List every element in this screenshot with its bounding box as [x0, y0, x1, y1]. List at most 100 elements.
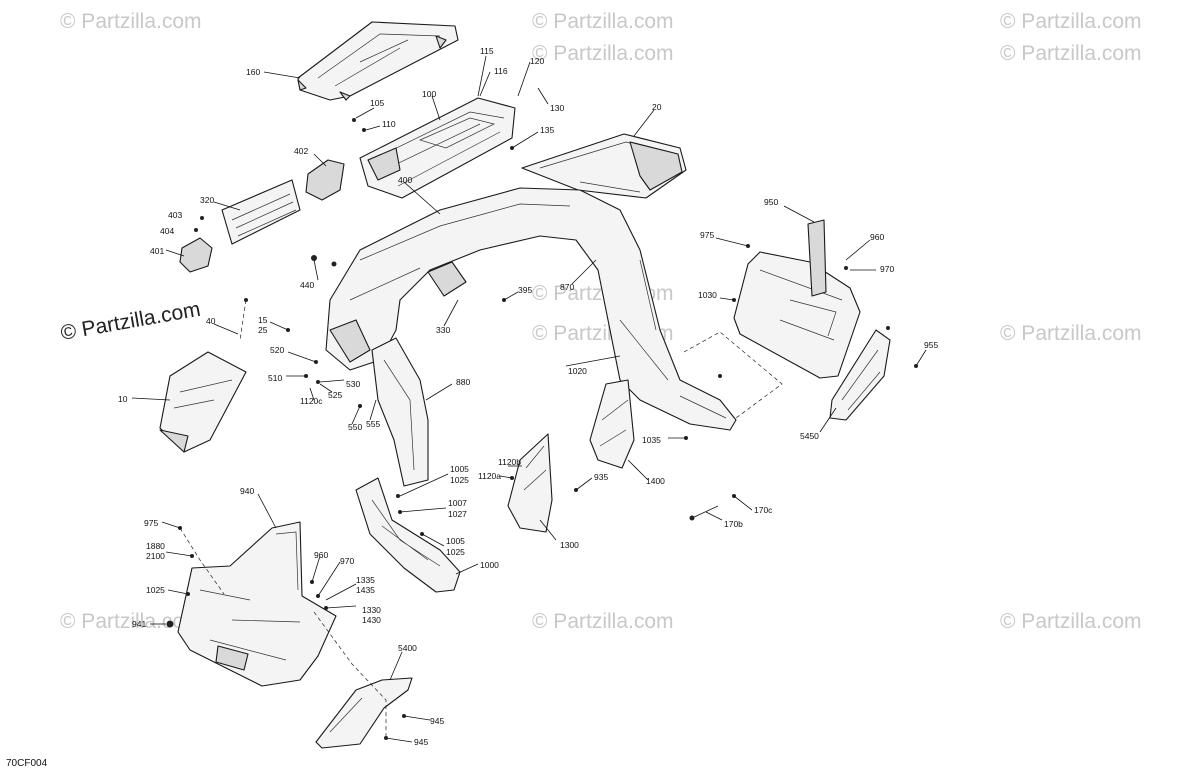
callout-401: 401 [150, 246, 164, 256]
callout-170b: 170b [724, 519, 743, 529]
callout-1430: 1430 [362, 615, 381, 625]
callout-170c: 170c [754, 505, 773, 515]
part-1000-rocker [355, 477, 461, 593]
part-10-kick-panel [159, 351, 247, 453]
callout-1120c: 1120c [300, 396, 323, 406]
part-940-floor-tray [177, 521, 337, 687]
callout-115: 115 [480, 46, 494, 56]
part-1300-side-trim [507, 433, 553, 533]
callout-1007: 1007 [448, 498, 467, 508]
callout-945: 945 [430, 716, 444, 726]
callout-40: 40 [206, 316, 216, 326]
callout-5400: 5400 [398, 643, 417, 653]
callout-100: 100 [422, 89, 436, 99]
callout-1335: 1335 [356, 575, 375, 585]
callout-1000: 1000 [480, 560, 499, 570]
callout-935: 935 [594, 472, 608, 482]
callout-1120b: 1120b [498, 457, 521, 467]
callout-510: 510 [268, 373, 282, 383]
callout-116: 116 [494, 66, 508, 76]
callout-525: 525 [328, 390, 342, 400]
part-320-grille [221, 179, 301, 245]
callout-25: 25 [258, 325, 268, 335]
callout-530: 530 [346, 379, 360, 389]
diagram-code: 70CF004 [6, 758, 48, 769]
callout-330: 330 [436, 325, 450, 335]
callout-960: 960 [314, 550, 328, 560]
callout-555: 555 [366, 419, 380, 429]
callout-402: 402 [294, 146, 308, 156]
callout-970: 970 [340, 556, 354, 566]
callout-130: 130 [550, 103, 564, 113]
callout-440: 440 [300, 280, 314, 290]
callout-320: 320 [200, 195, 214, 205]
callout-1027: 1027 [448, 509, 467, 519]
callout-520: 520 [270, 345, 284, 355]
callout-labels: 160 115 116 120 130 105 110 100 135 20 4… [118, 46, 938, 747]
callout-940: 940 [240, 486, 254, 496]
callout-2100: 2100 [146, 551, 165, 561]
part-170b-rod [689, 505, 719, 521]
callout-1880: 1880 [146, 541, 165, 551]
main-watermark: © Partzilla.com [59, 298, 202, 345]
callout-1035: 1035 [642, 435, 661, 445]
callout-1005: 1005 [450, 464, 469, 474]
callout-1330: 1330 [362, 605, 381, 615]
callout-1030: 1030 [698, 290, 717, 300]
callout-1120a: 1120a [478, 471, 501, 481]
callout-550: 550 [348, 422, 362, 432]
callout-400: 400 [398, 175, 412, 185]
watermark: © Partzilla.com [60, 610, 202, 633]
watermark: © Partzilla.com [532, 610, 674, 633]
callout-950: 950 [764, 197, 778, 207]
part-160-top-cover [297, 21, 459, 101]
callout-15: 15 [258, 315, 268, 325]
callout-1025: 1025 [146, 585, 165, 595]
watermark: © Partzilla.com [532, 10, 674, 33]
callout-975: 975 [144, 518, 158, 528]
callout-395: 395 [518, 285, 532, 295]
callout-960: 960 [870, 232, 884, 242]
part-5450-side-panel [829, 329, 891, 421]
watermark: © Partzilla.com [1000, 10, 1142, 33]
watermark: © Partzilla.com [1000, 42, 1142, 65]
watermark: © Partzilla.com [1000, 610, 1142, 633]
part-400-dash-frame [325, 187, 737, 431]
callout-945: 945 [414, 737, 428, 747]
leader-lines [131, 55, 927, 743]
part-20-dash-cover [521, 133, 687, 199]
callout-1300: 1300 [560, 540, 579, 550]
watermark: © Partzilla.com [532, 42, 674, 65]
callout-105: 105 [370, 98, 384, 108]
callout-404: 404 [160, 226, 174, 236]
assembly-lines [179, 299, 783, 738]
callout-1020: 1020 [568, 366, 587, 376]
callout-20: 20 [652, 102, 662, 112]
callout-5450: 5450 [800, 431, 819, 441]
callout-403: 403 [168, 210, 182, 220]
part-401-clip [179, 237, 213, 273]
watermark: © Partzilla.com [1000, 322, 1142, 345]
callout-880: 880 [456, 377, 470, 387]
watermark-layer: © Partzilla.com © Partzilla.com © Partzi… [59, 10, 1142, 633]
part-5400-lower-panel [315, 677, 413, 749]
callout-975: 975 [700, 230, 714, 240]
part-402-bracket [305, 159, 345, 201]
callout-120: 120 [530, 56, 544, 66]
callout-1435: 1435 [356, 585, 375, 595]
callout-970: 970 [880, 264, 894, 274]
callout-955: 955 [924, 340, 938, 350]
callout-1005: 1005 [446, 536, 465, 546]
part-950-floor-tray [733, 219, 861, 379]
callout-110: 110 [382, 119, 396, 129]
watermark: © Partzilla.com [60, 10, 202, 33]
part-100-console [359, 97, 516, 199]
callout-1400: 1400 [646, 476, 665, 486]
callout-1025: 1025 [446, 547, 465, 557]
callout-870: 870 [560, 282, 574, 292]
callout-135: 135 [540, 125, 554, 135]
part-1400-trim [589, 379, 635, 469]
part-880-side-column [371, 337, 429, 487]
callout-10: 10 [118, 394, 128, 404]
